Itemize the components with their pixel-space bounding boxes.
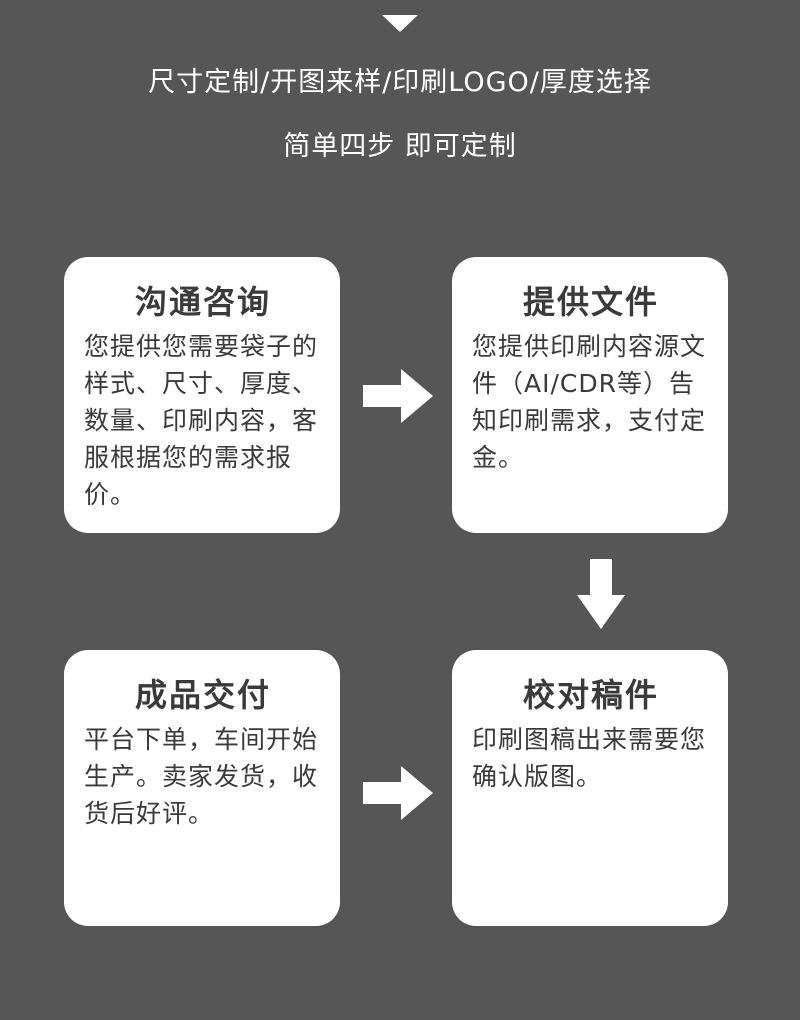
step-description: 您提供印刷内容源文件（AI/CDR等）告知印刷需求，支付定金。: [472, 332, 707, 472]
headline-steps: 简单四步 即可定制: [283, 131, 517, 162]
step-card-proof: 校对稿件 印刷图稿出来需要您确认版图。: [452, 650, 728, 926]
triangle-down-icon: [382, 15, 418, 32]
step-card-files: 提供文件 您提供印刷内容源文件（AI/CDR等）告知印刷需求，支付定金。: [452, 257, 728, 533]
step-card-consult: 沟通咨询 您提供您需要袋子的样式、尺寸、厚度、数量、印刷内容，客服根据您的需求报…: [64, 257, 340, 533]
step-description: 印刷图稿出来需要您确认版图。: [472, 725, 707, 791]
step-title: 成品交付: [134, 676, 271, 714]
arrow-right-icon: [363, 766, 433, 820]
step-card-delivery: 成品交付 平台下单，车间开始生产。卖家发货，收货后好评。: [64, 650, 340, 926]
arrow-down-icon: [577, 559, 625, 629]
step-title: 校对稿件: [522, 676, 659, 714]
headline-options: 尺寸定制/开图来样/印刷LOGO/厚度选择: [148, 67, 652, 98]
step-description: 您提供您需要袋子的样式、尺寸、厚度、数量、印刷内容，客服根据您的需求报价。: [84, 332, 319, 509]
arrow-right-icon: [363, 369, 433, 423]
step-title: 沟通咨询: [134, 283, 271, 321]
step-title: 提供文件: [522, 283, 659, 321]
step-description: 平台下单，车间开始生产。卖家发货，收货后好评。: [84, 725, 319, 828]
